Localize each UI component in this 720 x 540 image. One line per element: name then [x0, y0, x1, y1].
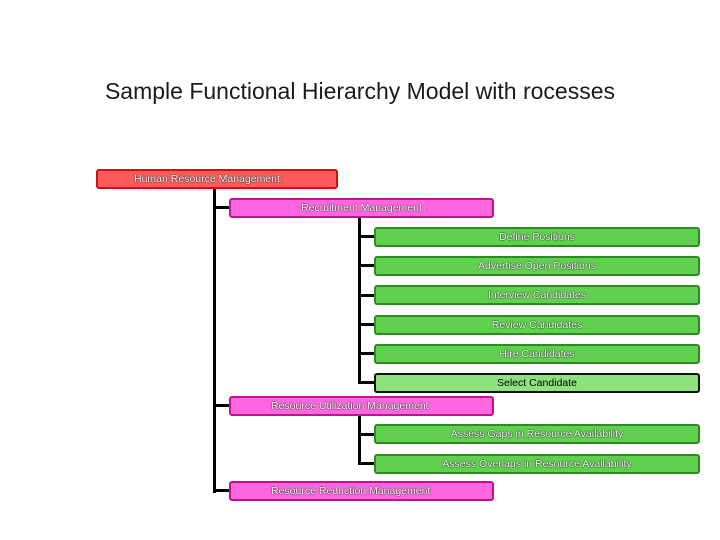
- connector-advertise: [358, 264, 376, 267]
- connector-reduction: [213, 489, 231, 492]
- recruitment-trunk-line: [358, 217, 361, 384]
- connector-assess-gaps: [358, 433, 376, 436]
- node-resource-reduction-management: Resource Reduction Management: [229, 481, 494, 501]
- root-trunk-line: [213, 188, 216, 493]
- node-human-resource-management: Human Resource Management: [96, 169, 338, 189]
- node-define-positions: Define Positions: [374, 227, 700, 247]
- utilization-trunk-line: [358, 414, 361, 465]
- node-advertise-open-positions: Advertise Open Positions: [374, 256, 700, 276]
- connector-utilization: [213, 404, 231, 407]
- connector-define-positions: [358, 235, 376, 238]
- node-assess-gaps: Assess Gaps in Resource Availability: [374, 424, 700, 444]
- connector-hire: [358, 352, 376, 355]
- connector-review: [358, 323, 376, 326]
- node-interview-candidates: Interview Candidates: [374, 285, 700, 305]
- node-resource-utilization-management: Resource Utilization Management: [229, 396, 494, 416]
- node-recruitment-management: Recruitment Management: [229, 198, 494, 218]
- connector-recruitment: [213, 206, 231, 209]
- node-review-candidates: Review Candidates: [374, 315, 700, 335]
- connector-select: [358, 381, 376, 384]
- node-select-candidate: Select Candidate: [374, 373, 700, 393]
- connector-interview: [358, 294, 376, 297]
- node-hire-candidates: Hire Candidates: [374, 344, 700, 364]
- node-assess-overlaps: Assess Overlaps in Resource Availability: [374, 454, 700, 474]
- connector-assess-overlaps: [358, 462, 376, 465]
- diagram-title: Sample Functional Hierarchy Model with r…: [104, 78, 616, 104]
